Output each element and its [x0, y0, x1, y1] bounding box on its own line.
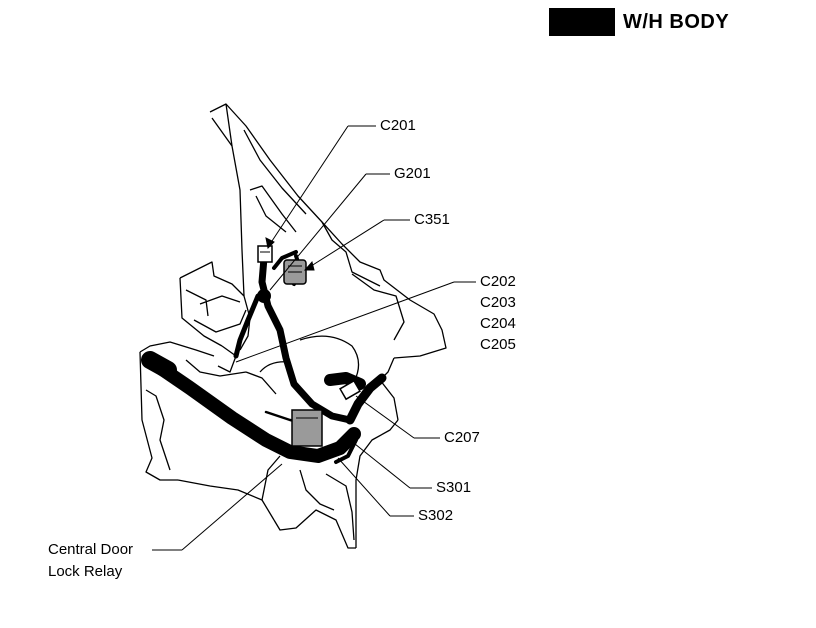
- label-s301: S301: [436, 479, 472, 496]
- ground-g201-body: [257, 289, 271, 303]
- label-central-door-lock-relay-line2: Lock Relay: [48, 563, 123, 580]
- connector-c201-body: [257, 245, 273, 263]
- label-c207: C207: [444, 429, 480, 446]
- relay-block-body: [291, 409, 323, 447]
- leader-lines: [152, 125, 476, 551]
- label-c203: C203: [480, 294, 516, 311]
- label-c205: C205: [480, 336, 516, 353]
- label-c204: C204: [480, 315, 516, 332]
- page-title: W/H BODY: [623, 11, 730, 33]
- connector-c351-body: [283, 259, 307, 285]
- label-g201: G201: [394, 165, 431, 182]
- label-c201: C201: [380, 117, 416, 134]
- label-c351: C351: [414, 211, 450, 228]
- connector-c207-body: [339, 379, 361, 401]
- wire-harness: [141, 250, 387, 464]
- label-s302: S302: [418, 507, 454, 524]
- label-central-door-lock-relay-line1: Central Door: [48, 541, 134, 558]
- header-black-block: [549, 8, 615, 36]
- label-c202: C202: [480, 273, 516, 290]
- body-panel-outline: [139, 103, 447, 549]
